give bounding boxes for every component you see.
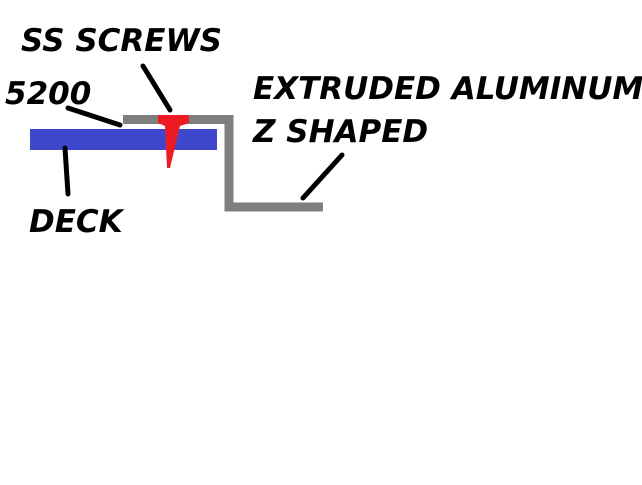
label-ss-screws: SS SCREWS [21,23,222,59]
leader-line-screws [140,63,173,113]
deck-plank [30,129,217,150]
label-5200: 5200 [5,76,91,112]
label-deck: DECK [29,204,125,240]
label-extruded-aluminum: EXTRUDED ALUMINUM [253,71,642,107]
leader-line-extrusion [300,152,345,201]
ss-screw [158,115,189,168]
leader-line-deck [62,145,71,197]
label-z-shaped: Z SHAPED [252,114,428,150]
leader-line-5200 [65,105,123,128]
